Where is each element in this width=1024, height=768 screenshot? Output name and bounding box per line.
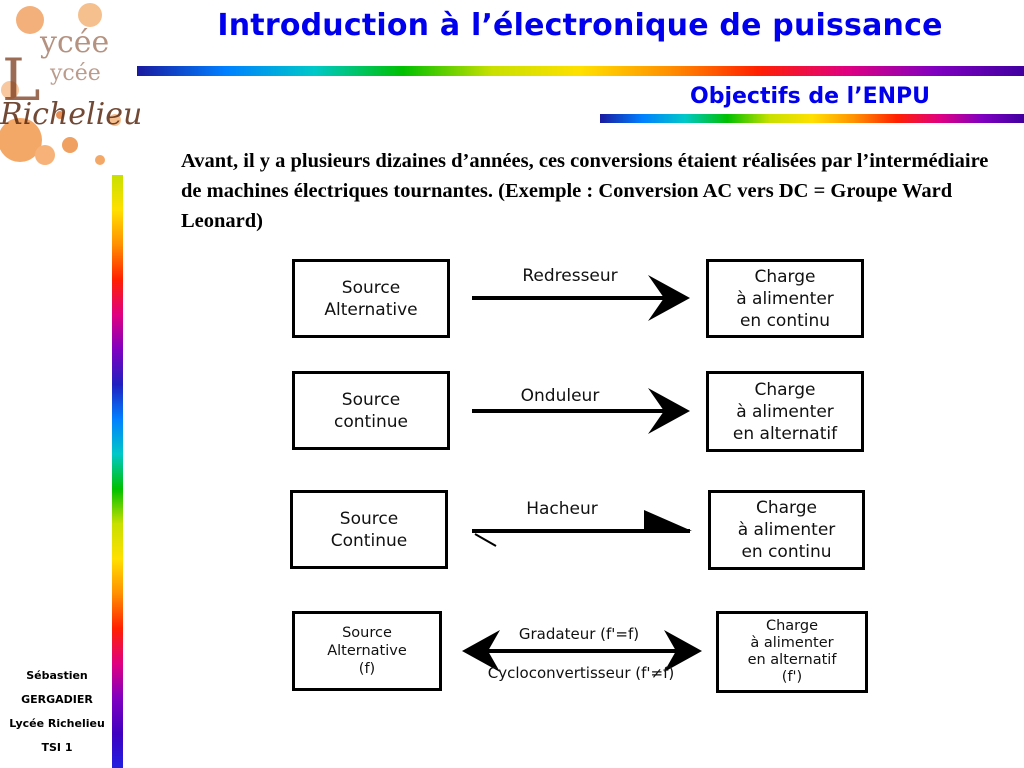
load-label-1: Charge à alimenter en continu xyxy=(736,266,834,331)
arrow-gradateur-bidirectional xyxy=(462,630,702,672)
lycee-richelieu-logo: L ycée ycée Richelieu xyxy=(0,3,140,165)
load-label-3: Charge à alimenter en continu xyxy=(737,498,836,562)
author-class: TSI 1 xyxy=(41,741,73,754)
source-label-1: Source Alternative xyxy=(324,277,418,320)
page-title: Introduction à l’électronique de puissan… xyxy=(217,8,943,43)
load-label-4: Charge à alimenter en alternatif (f') xyxy=(747,618,837,685)
author-surname: GERGADIER xyxy=(21,693,93,706)
svg-text:L: L xyxy=(2,46,41,114)
load-box-1: Charge à alimenter en continu xyxy=(706,259,864,338)
source-box-4: Source Alternative (f) xyxy=(292,611,442,691)
svg-text:ycée: ycée xyxy=(39,25,109,60)
svg-text:ycée: ycée xyxy=(49,61,101,86)
section-subtitle: Objectifs de l’ENPU xyxy=(690,84,930,109)
author-name: Sébastien xyxy=(26,669,88,682)
rainbow-divider-subtitle xyxy=(600,114,1024,123)
rainbow-divider-side xyxy=(112,175,123,768)
converter-label-1: Redresseur xyxy=(522,266,618,286)
arrow-hacheur xyxy=(472,510,692,547)
arrow-redresseur xyxy=(472,275,690,321)
converter-label-4b: Cycloconvertisseur (f'≠f) xyxy=(487,664,675,682)
author-block: Sébastien GERGADIER Lycée Richelieu TSI … xyxy=(0,664,114,760)
load-box-2: Charge à alimenter en alternatif xyxy=(706,371,864,452)
converter-label-3: Hacheur xyxy=(526,499,598,519)
svg-text:Richelieu: Richelieu xyxy=(0,97,140,132)
arrow-onduleur xyxy=(472,388,690,434)
load-box-3: Charge à alimenter en continu xyxy=(708,490,865,570)
converter-label-4a: Gradateur (f'=f) xyxy=(518,625,640,643)
load-label-2: Charge à alimenter en alternatif xyxy=(732,379,838,444)
source-label-4: Source Alternative (f) xyxy=(327,625,407,677)
source-box-1: Source Alternative xyxy=(292,259,450,338)
rainbow-divider-top xyxy=(137,66,1024,76)
source-label-3: Source Continue xyxy=(330,508,408,551)
author-school: Lycée Richelieu xyxy=(9,717,105,730)
source-box-2: Source continue xyxy=(292,371,450,450)
load-box-4: Charge à alimenter en alternatif (f') xyxy=(716,611,868,693)
source-box-3: Source Continue xyxy=(290,490,448,569)
source-label-2: Source continue xyxy=(334,389,408,432)
converter-label-2: Onduleur xyxy=(520,386,600,406)
intro-paragraph: Avant, il y a plusieurs dizaines d’année… xyxy=(181,150,989,232)
